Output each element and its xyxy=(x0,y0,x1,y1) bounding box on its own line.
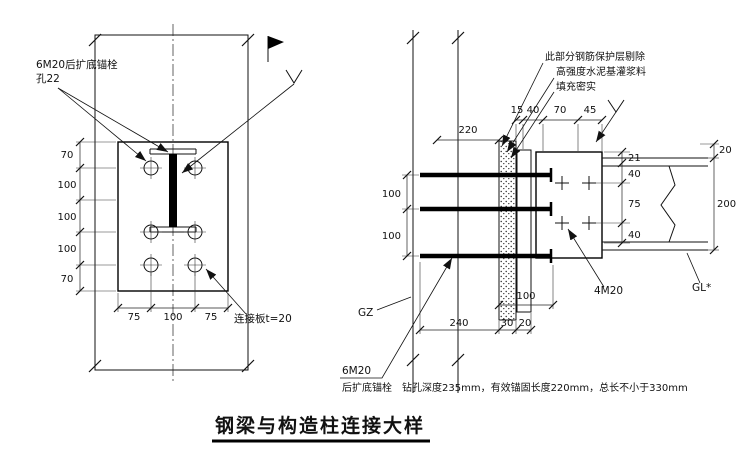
plate-leader xyxy=(205,268,247,315)
dim-label: 70 xyxy=(61,150,74,161)
plate-callout-text: 连接板t=20 xyxy=(234,312,292,325)
top-dim-chain: 15 40 70 45 xyxy=(511,105,607,151)
column-leader xyxy=(376,296,412,311)
dim-label: 21 xyxy=(628,153,641,164)
left-view-plan: 70 100 100 100 70 75 100 75 6M20后扩底锚栓 孔2… xyxy=(36,24,303,382)
dim-label: 20 xyxy=(519,318,532,329)
dim-label: 75 xyxy=(628,199,641,210)
bottom-dim-chain: 75 100 75 xyxy=(113,273,233,323)
break-marks xyxy=(88,33,255,373)
column-label: GZ xyxy=(358,307,373,319)
beam-label: GL* xyxy=(692,282,711,294)
beam-break xyxy=(660,165,676,243)
anchor-type-label: 后扩底锚栓 xyxy=(342,381,392,394)
dim-label: 200 xyxy=(717,199,736,210)
anchor-note-text: 钻孔深度235mm，有效锚固长度220mm，总长不小于330mm xyxy=(402,381,688,394)
bolt-label: 4M20 xyxy=(594,285,623,297)
bearing-plate xyxy=(516,149,532,313)
dim-label: 40 xyxy=(628,169,641,180)
dim-label: 240 xyxy=(449,318,468,329)
end-plate xyxy=(535,151,603,259)
dim-label: 100 xyxy=(57,212,76,223)
dim-label: 70 xyxy=(554,105,567,116)
dim-label: 100 xyxy=(57,244,76,255)
dim-label: 100 xyxy=(382,231,401,242)
anchor-hole-text: 孔22 xyxy=(36,72,60,85)
dim-label: 75 xyxy=(205,312,218,323)
right-view-section: 220 15 40 70 45 xyxy=(340,30,736,394)
right-dim-chain: 21 40 75 40 xyxy=(596,147,641,248)
dim-label: 45 xyxy=(584,105,597,116)
dim-label: 100 xyxy=(163,312,182,323)
callout-leader xyxy=(57,87,147,162)
weld-symbol xyxy=(595,99,625,143)
drawing-title: 钢梁与构造柱连接大样 xyxy=(215,414,425,437)
bolt-leader xyxy=(567,228,605,288)
bolt-zone-dim: 100 xyxy=(494,265,558,310)
dim-label: 220 xyxy=(458,125,477,136)
dim-label: 70 xyxy=(61,274,74,285)
anchor-label: 6M20 xyxy=(342,365,371,377)
anchor-bolts xyxy=(140,157,206,276)
note-cover-removal: 此部分钢筋保护层剔除 xyxy=(545,50,645,63)
dim-label: 100 xyxy=(516,291,535,302)
break-marks xyxy=(406,31,465,367)
dim-label: 15 xyxy=(511,105,524,116)
beam-web xyxy=(169,154,177,227)
bottom-dim-chain: 240 30 20 xyxy=(415,262,536,335)
title-block: 钢梁与构造柱连接大样 xyxy=(212,414,430,443)
note-leader xyxy=(501,62,544,147)
anchor-callout-text: 6M20后扩底锚栓 xyxy=(36,58,118,71)
flag-symbol xyxy=(267,36,284,62)
embed-dim: 220 xyxy=(432,125,504,145)
note-grout: 高强度水泥基灌浆料 xyxy=(556,65,646,78)
plate-bolts xyxy=(555,176,596,230)
anchor-spacing-dims: 100 100 xyxy=(382,170,419,261)
anchor-rods xyxy=(420,168,553,263)
steel-beam xyxy=(602,157,708,251)
dim-label: 30 xyxy=(501,318,514,329)
beam-leader xyxy=(686,252,701,284)
dim-label: 100 xyxy=(57,180,76,191)
weld-symbol xyxy=(181,69,303,174)
base-plate xyxy=(117,141,229,292)
beam-depth-dims: 20 200 xyxy=(700,139,736,255)
note-leader xyxy=(510,91,555,159)
note-fill: 填充密实 xyxy=(556,80,596,93)
column-outline xyxy=(94,34,249,371)
anchor-leader xyxy=(340,257,453,379)
dim-label: 75 xyxy=(128,312,141,323)
beam-section xyxy=(149,148,197,233)
dim-label: 100 xyxy=(382,189,401,200)
note-leader xyxy=(506,77,555,153)
dim-label: 20 xyxy=(719,145,732,156)
grout-band xyxy=(498,140,517,321)
dim-label: 40 xyxy=(628,230,641,241)
callout-leader xyxy=(57,87,169,153)
left-dim-chain: 70 100 100 100 70 xyxy=(57,137,116,296)
